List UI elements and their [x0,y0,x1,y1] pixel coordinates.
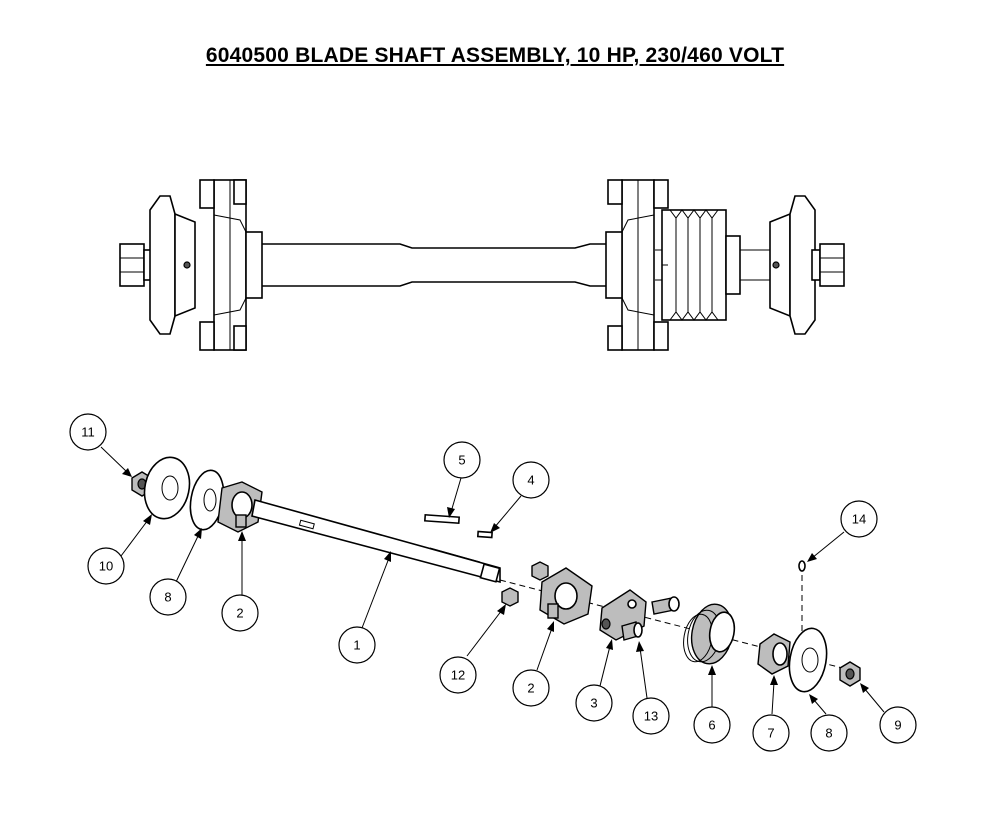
leader-10 [117,514,152,561]
leader-7 [770,675,778,715]
leader-2-left [238,531,246,596]
svg-text:13: 13 [644,709,658,724]
assembled-right-washer [769,195,816,335]
callout-3: 3 [575,684,613,722]
svg-text:6: 6 [708,718,715,733]
leader-11 [100,446,132,477]
leader-9 [860,683,885,713]
callout-11: 11 [69,413,107,451]
assembled-right-nut [811,243,845,287]
callout-4: 4 [512,461,550,499]
callout-6: 6 [693,706,731,744]
exploded-view [131,456,861,693]
svg-text:7: 7 [767,726,774,741]
leader-1 [361,551,391,629]
leader-12 [466,604,506,657]
leader-4 [490,495,522,533]
drawing-title: 6040500 BLADE SHAFT ASSEMBLY, 10 HP, 230… [205,44,785,67]
leader-8-right [809,694,827,715]
leader-8-left [175,528,202,583]
part-7-bushing [757,633,791,675]
svg-text:8: 8 [164,590,171,605]
leader-6 [708,665,716,708]
callout-12: 12 [439,656,477,694]
leader-2-right [536,621,554,671]
svg-text:14: 14 [852,512,866,527]
svg-text:4: 4 [527,473,534,488]
svg-text:8: 8 [825,726,832,741]
callout-8-left: 8 [149,578,187,616]
callout-14: 14 [840,500,878,538]
part-5-key [423,513,461,525]
svg-text:3: 3 [590,696,597,711]
svg-text:10: 10 [99,559,113,574]
leader-5 [447,477,462,518]
part-12-nut [501,561,549,607]
part-1-shaft [251,498,501,584]
callout-5: 5 [443,441,481,479]
assembled-pulley [661,209,741,321]
svg-text:1: 1 [353,638,360,653]
svg-text:11: 11 [81,425,95,440]
callout-13: 13 [632,697,670,735]
part-8-washer-right [788,627,828,693]
svg-text:2: 2 [236,606,243,621]
callout-8-right: 8 [810,714,848,752]
callout-10: 10 [87,547,125,585]
svg-text:9: 9 [894,718,901,733]
assembled-right-bearing [605,179,669,351]
assembled-left-bearing [199,179,263,351]
leader-lines [100,446,885,715]
part-14-pin [798,560,806,572]
svg-text:2: 2 [527,681,534,696]
svg-text:5: 5 [458,453,465,468]
assembled-left-washer [149,195,196,335]
leader-13 [636,641,648,699]
assembled-left-nut [119,243,153,287]
part-4-key [476,530,493,539]
leader-3 [599,639,613,687]
part-2-bearing-right [539,567,593,625]
part-6-pulley [683,603,736,665]
callout-2-left: 2 [221,594,259,632]
callout-balloons: 11 10 8 2 1 5 4 12 2 3 13 6 7 8 9 14 [69,413,917,752]
part-2-bearing-left [217,481,263,533]
part-10-washer [143,456,191,520]
callout-1: 1 [338,626,376,664]
callout-2-right: 2 [512,669,550,707]
part-9-nut [839,661,861,687]
callout-9: 9 [879,706,917,744]
part-13-bolt [621,596,680,641]
leader-14 [807,531,845,562]
callout-7: 7 [752,714,790,752]
assembled-view [119,179,845,351]
svg-text:12: 12 [451,668,465,683]
